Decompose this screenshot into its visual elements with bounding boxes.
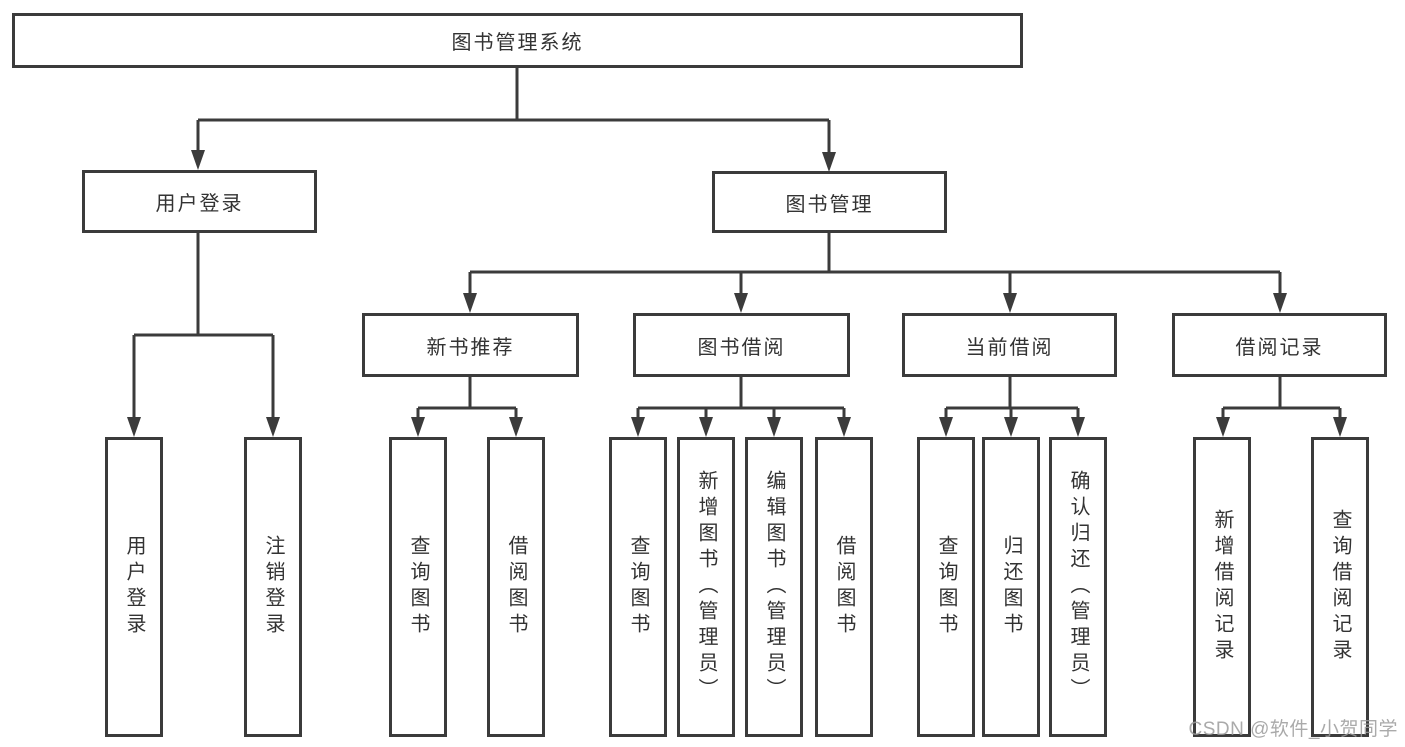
- node-borrow-records: 借阅记录: [1172, 313, 1387, 377]
- leaf-add-borrow-record: 新增借阅记录: [1193, 437, 1251, 737]
- node-new-book-recommend: 新书推荐: [362, 313, 579, 377]
- leaf-edit-book-admin: 编辑图书（管理员）: [745, 437, 803, 737]
- leaf-add-book-admin: 新增图书（管理员）: [677, 437, 735, 737]
- node-current-borrowing: 当前借阅: [902, 313, 1117, 377]
- leaf-query-book-current: 查询图书: [917, 437, 975, 737]
- leaf-return-book: 归还图书: [982, 437, 1040, 737]
- csdn-watermark: CSDN @软件_小贺同学: [1188, 719, 1398, 740]
- node-book-management: 图书管理: [712, 171, 947, 233]
- leaf-logout: 注销登录: [244, 437, 302, 737]
- node-user-login: 用户登录: [82, 170, 317, 233]
- leaf-borrow-book-recommend: 借阅图书: [487, 437, 545, 737]
- leaf-query-book-recommend: 查询图书: [389, 437, 447, 737]
- leaf-borrow-book: 借阅图书: [815, 437, 873, 737]
- node-book-borrowing: 图书借阅: [633, 313, 850, 377]
- leaf-query-borrow-record: 查询借阅记录: [1311, 437, 1369, 737]
- leaf-confirm-return-admin: 确认归还（管理员）: [1049, 437, 1107, 737]
- leaf-query-book-borrowing: 查询图书: [609, 437, 667, 737]
- leaf-user-login: 用户登录: [105, 437, 163, 737]
- node-library-system: 图书管理系统: [12, 13, 1023, 68]
